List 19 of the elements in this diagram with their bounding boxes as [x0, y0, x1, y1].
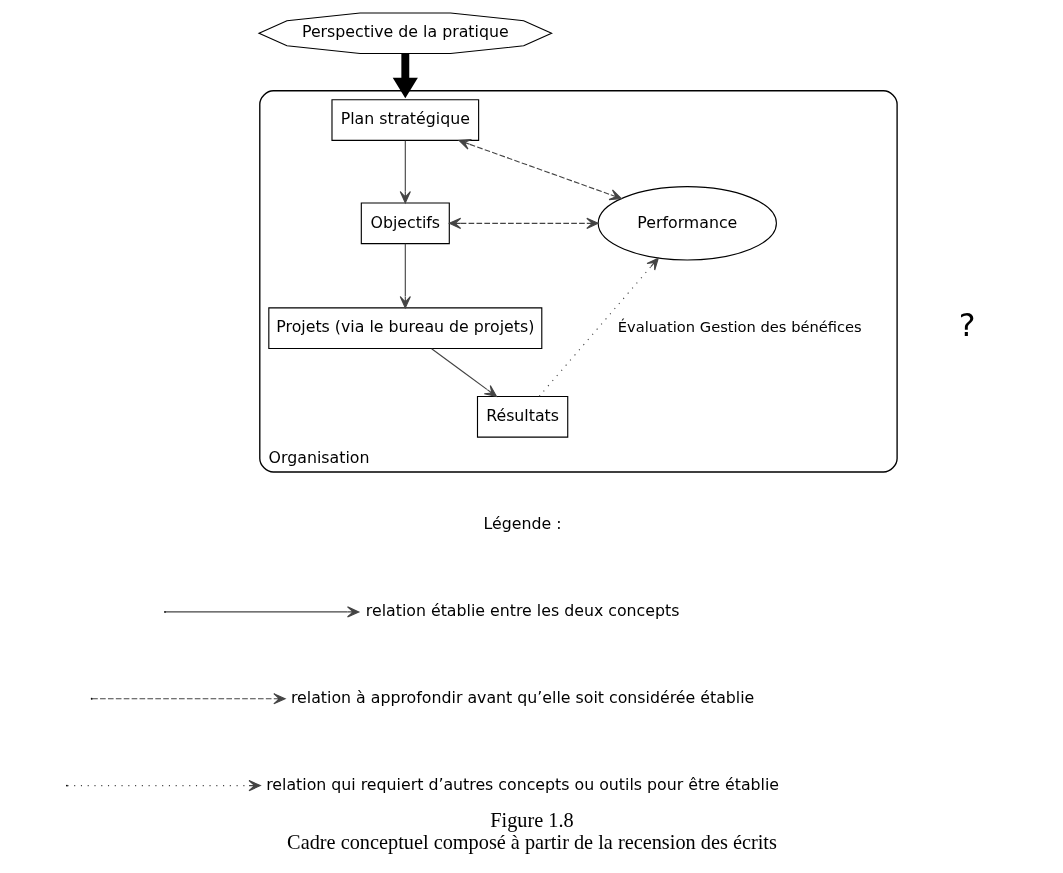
- legend-label: relation qui requiert d’autres concepts ou outils pour être établie: [265, 774, 779, 794]
- arrow: [399, 140, 411, 204]
- node-box: Projets (via le bureau de projets): [267, 307, 542, 350]
- arrow: [430, 348, 497, 397]
- label: Légende :: [483, 514, 562, 534]
- legend-label: relation à approfondir avant qu’elle soit considérée établie: [290, 687, 754, 707]
- diagram-title: Figure 1.8: [489, 808, 574, 831]
- arrow: [399, 243, 411, 309]
- caption: Cadre conceptuel composé à partir de la recension des écrits: [286, 831, 777, 854]
- arrow: [538, 257, 659, 397]
- legend-label: relation établie entre les deux concepts: [365, 601, 679, 621]
- arrow: [392, 53, 418, 99]
- node-box: Résultats: [476, 395, 568, 438]
- arrow: [457, 138, 622, 201]
- arrow: [448, 217, 599, 229]
- node-box: Plan stratégique: [330, 99, 479, 141]
- edge-label: Évaluation Gestion des bénéfices: [617, 318, 862, 336]
- node-box: Objectifs: [360, 202, 450, 245]
- label: ?: [958, 307, 975, 343]
